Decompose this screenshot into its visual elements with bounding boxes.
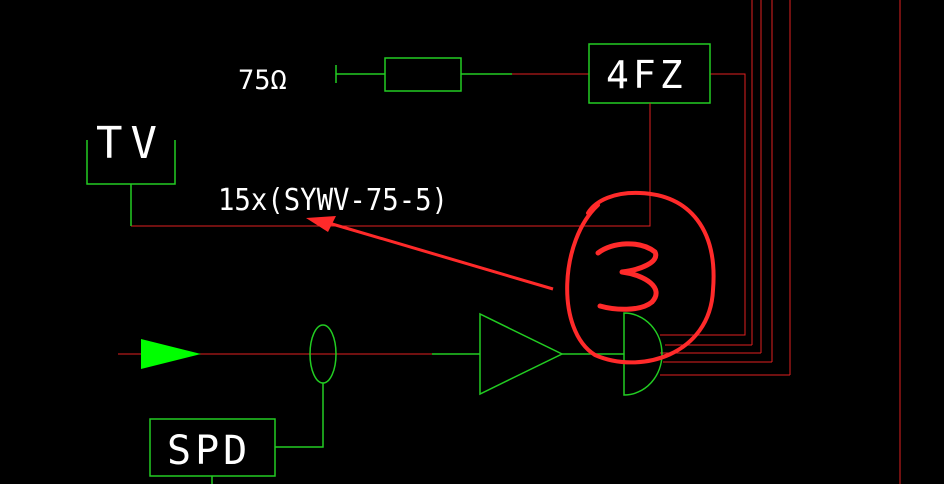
spd-label: SPD — [167, 428, 251, 474]
spd-wire — [275, 383, 324, 448]
signal-arrow-icon — [141, 339, 201, 369]
tv-label: TV — [96, 118, 165, 169]
coupler-icon — [623, 312, 663, 396]
tv-outlet-icon — [86, 140, 176, 226]
riser-wires — [660, 0, 901, 484]
cable-label: 15x(SYWV-75-5) — [218, 183, 448, 218]
annotation-three — [595, 241, 659, 312]
terminator-label: 75Ω — [238, 65, 287, 96]
splitter-down-wire — [131, 103, 651, 227]
terminator-icon — [335, 65, 385, 83]
annotation-arrow — [306, 216, 554, 291]
resistor-icon — [384, 57, 462, 92]
splitter-label: 4FZ — [606, 53, 687, 97]
amplifier-icon — [479, 312, 564, 396]
annotation-circle — [565, 190, 716, 365]
